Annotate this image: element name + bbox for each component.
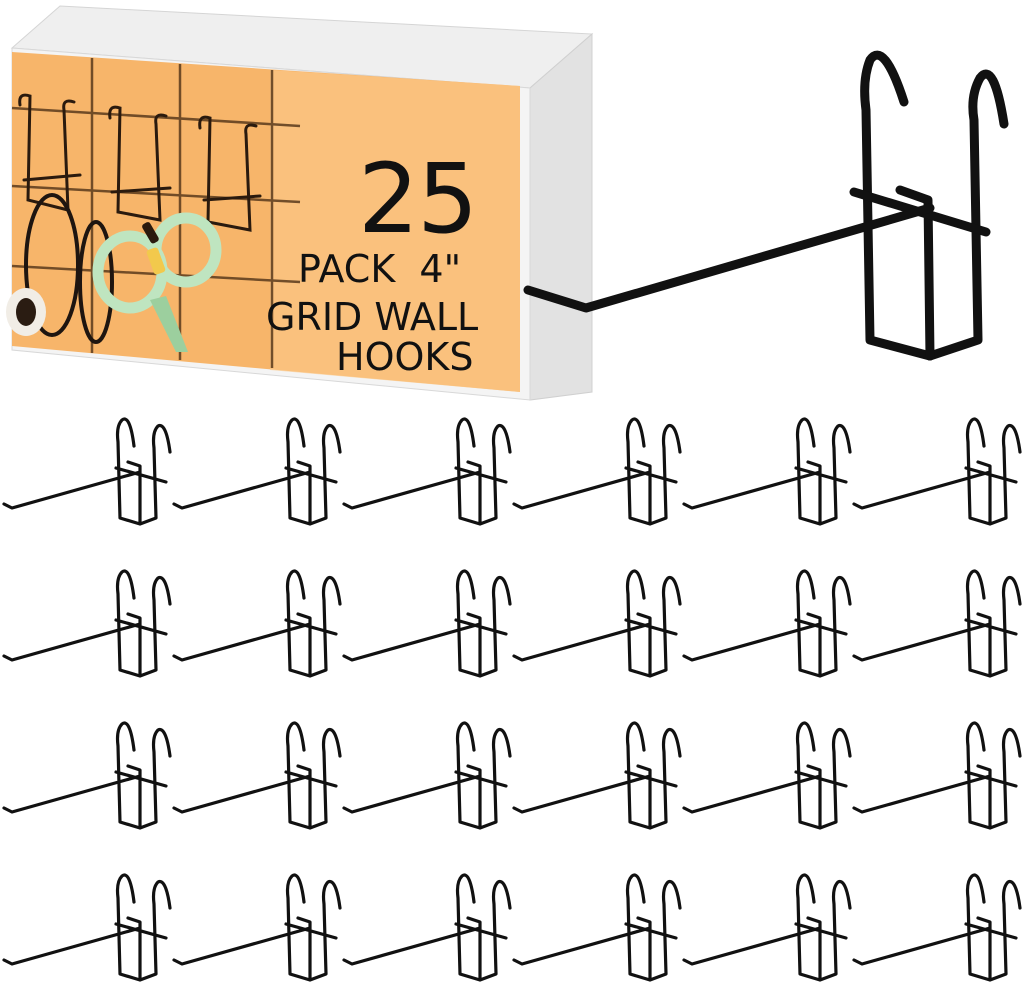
box-line-hooks: HOOKS [336,335,473,379]
small-hook-icon [2,417,172,526]
small-hook-icon [172,569,342,678]
small-hook-icon [342,873,512,982]
small-hook-icon [852,873,1022,982]
small-hook-icon [852,569,1022,678]
small-hook-icon [512,569,682,678]
small-hook-icon [512,417,682,526]
photo-hooks [18,93,262,232]
small-hook-icon [682,873,852,982]
small-hook-icon [342,721,512,830]
small-hook-icon [172,873,342,982]
small-hook-icon [172,721,342,830]
small-hook-icon [682,417,852,526]
small-hook-icon [342,417,512,526]
scissors-icon [92,212,222,352]
small-hook-icon [342,569,512,678]
small-hook-icon [512,873,682,982]
small-hook-icon [512,721,682,830]
small-hook-icon [852,417,1022,526]
small-hook-icon [852,721,1022,830]
small-hook-icon [682,569,852,678]
small-hook-icon [172,417,342,526]
box-side-face [529,32,593,401]
large-hook-icon [523,50,1009,361]
box-line-pack: PACK 4" [298,247,461,291]
photo-glasses [24,193,114,344]
box-photo-glow [270,70,520,392]
small-hooks-grid [2,417,1022,982]
box-count: 25 [358,143,476,255]
box-label: 25 PACK 4" GRID WALL HOOKS [266,143,478,379]
product-box: 25 PACK 4" GRID WALL HOOKS [6,5,594,401]
small-hook-icon [682,721,852,830]
small-hook-icon [2,721,172,830]
mug-icon [6,288,46,336]
small-hook-icon [2,569,172,678]
box-line-grid-wall: GRID WALL [266,295,478,339]
small-hook-icon [2,873,172,982]
